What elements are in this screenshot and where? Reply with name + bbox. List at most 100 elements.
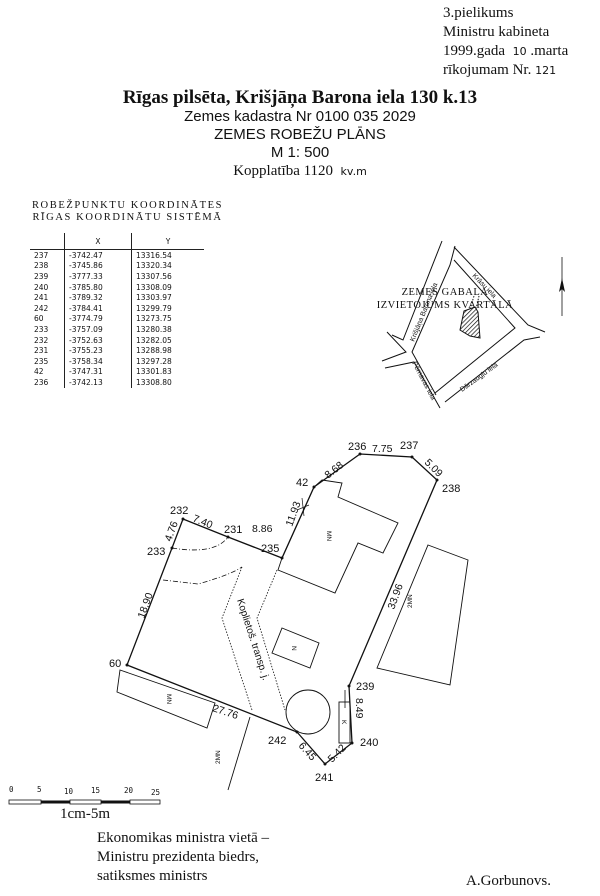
building-location-icon: [459, 306, 481, 339]
point-label-237: 237: [400, 440, 418, 452]
north-arrow-icon: [559, 257, 565, 316]
y-coordinate: 13308.80: [131, 377, 204, 388]
annex-year: 1999.gada: [443, 43, 506, 59]
coordinates-heading-2: RĪGAS KOORDINĀTU SISTĒMĀ: [32, 212, 223, 223]
location-map: Krišjāņa Barona iela Krāsu iela Pērnavas…: [381, 240, 546, 409]
y-coordinate: 13307.56: [131, 271, 204, 282]
distance-232-231: 7.40: [191, 513, 215, 532]
scale-tick: 0: [9, 785, 14, 794]
distance-236-237: 7.75: [372, 443, 393, 455]
building-mn-left: [116, 669, 216, 729]
x-coordinate: -3755.23: [64, 345, 132, 356]
street-line: [384, 361, 441, 409]
access-path: [469, 295, 475, 310]
x-coordinate: -3757.09: [64, 324, 132, 335]
point-label-42: 42: [296, 477, 308, 489]
x-coordinate: -3785.80: [64, 281, 132, 293]
x-coordinate: -3742.13: [64, 377, 132, 388]
point-number: 232: [34, 335, 49, 345]
coordinates-heading-1: ROBEŽPUNKTU KOORDINĀTES: [31, 200, 224, 211]
document-titles: Rīgas pilsēta, Krišjāņa Barona iela 130 …: [0, 88, 600, 181]
annex-issuer: Ministru kabineta: [443, 24, 550, 40]
street-label: Pērnavas iela: [410, 361, 436, 402]
annex-order: rīkojumam Nr. 121: [443, 61, 568, 80]
point-label-240: 240: [360, 737, 378, 749]
signatory-block: Ekonomikas ministra vietā – Ministru pre…: [97, 829, 269, 886]
y-coordinate: 13282.05: [131, 334, 204, 346]
scale-tick: 25: [151, 788, 160, 797]
y-coordinate: 13308.09: [131, 281, 204, 293]
scale-tick: 20: [124, 786, 134, 795]
point-label-238: 238: [442, 483, 460, 495]
building-label-k: K: [340, 720, 347, 725]
street-line: [411, 245, 456, 396]
scale-label: 1cm-5m: [60, 806, 110, 822]
building-label-2mn-right: 2MN: [407, 594, 414, 608]
annex-day: 10: [512, 45, 527, 58]
x-coordinate: -3752.63: [64, 334, 132, 346]
street-line: [391, 240, 443, 341]
x-coordinate: -3774.79: [64, 313, 132, 325]
location-map-heading-2: IZVIETOJUMS KVARTĀLĀ: [376, 300, 514, 311]
distance-60-242: 27.76: [211, 702, 240, 722]
point-label-60: 60: [109, 658, 121, 670]
point-number: 242: [34, 303, 49, 313]
point-label-231: 231: [224, 524, 242, 536]
area-unit: kv.m: [340, 165, 367, 178]
plan-scale: M 1: 500: [270, 144, 330, 161]
y-coordinate: 13320.34: [131, 260, 204, 272]
distance-235-42: 11.93: [284, 500, 304, 528]
point-number: 238: [34, 261, 49, 271]
point-number: 233: [34, 324, 49, 334]
y-coordinate: 13288.98: [131, 345, 204, 356]
coordinates-heading: ROBEŽPUNKTU KOORDINĀTES RĪGAS KOORDINĀTU…: [30, 200, 225, 224]
point-number: 60: [34, 314, 44, 324]
dashed-arc: [171, 536, 229, 551]
building-n: [271, 627, 320, 669]
x-coordinate: -3789.32: [64, 292, 132, 303]
x-coordinate: -3742.47: [64, 249, 132, 261]
street-line: [453, 246, 546, 333]
x-coordinate: -3745.86: [64, 260, 132, 272]
column-header-x: X: [64, 233, 132, 250]
y-coordinate: 13299.79: [131, 302, 204, 314]
boundary-plan: 236 237 238 239 240 241 242 60 233 232 2…: [109, 440, 469, 791]
easement-label: Koplietoš. transp. j.: [234, 598, 271, 682]
street-line: [434, 259, 516, 394]
building-label-n: N: [290, 646, 297, 651]
boundary-points: [125, 452, 439, 766]
table-header-row: X Y: [30, 233, 204, 250]
y-coordinate: 13273.75: [131, 313, 204, 325]
access-path: [475, 295, 480, 310]
point-number: 42: [34, 367, 44, 377]
point-label-236: 236: [348, 441, 366, 453]
street-label: Dārzaugļu iela: [459, 362, 499, 394]
area-value: Kopplatība 1120: [233, 163, 334, 179]
y-coordinate: 13280.38: [131, 324, 204, 335]
building-label-mn: MN: [325, 531, 332, 541]
point-label-239: 239: [356, 681, 374, 693]
tick-mark: [301, 497, 305, 517]
street-line: [381, 331, 407, 362]
distance-239-240: 8.49: [353, 698, 365, 719]
building-label-mn-left: MN: [165, 694, 172, 704]
annex-order-number: 121: [535, 64, 557, 77]
point-label-242: 242: [268, 735, 286, 747]
easement-boundary: [221, 566, 253, 711]
building-2mn-right: [376, 544, 469, 686]
column-header-y: Y: [131, 233, 204, 250]
annex-date: 1999.gada 10 .marta: [443, 42, 568, 61]
plan-title: ZEMES ROBEŽU PLĀNS: [214, 126, 386, 143]
distance-242-241: 6.45: [296, 740, 319, 763]
signatory-line-1: Ekonomikas ministra vietā –: [97, 830, 270, 846]
